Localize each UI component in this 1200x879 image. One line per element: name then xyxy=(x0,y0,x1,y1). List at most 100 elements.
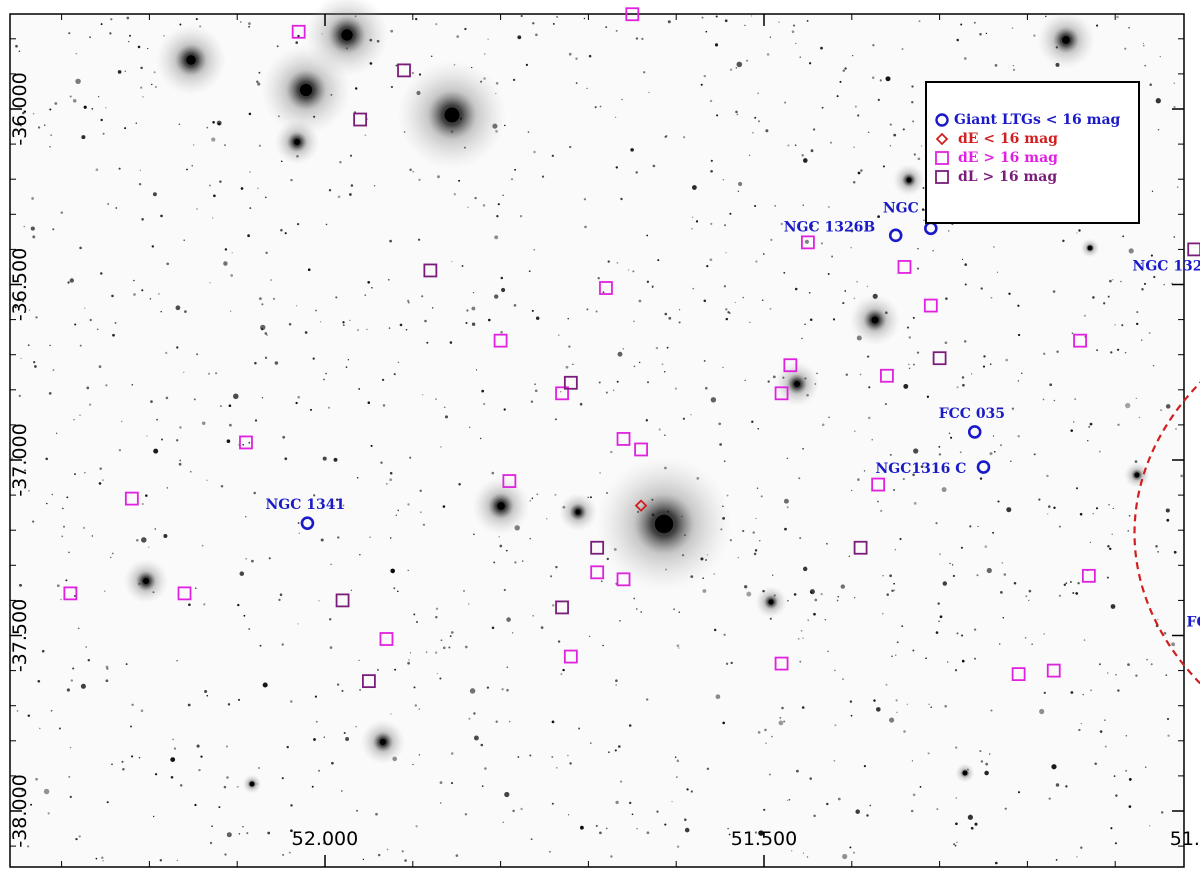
background-star xyxy=(494,235,499,240)
background-star xyxy=(390,85,394,89)
background-star xyxy=(1117,423,1120,427)
background-star xyxy=(508,720,511,723)
background-star xyxy=(329,618,332,621)
background-star xyxy=(549,851,551,853)
background-star xyxy=(513,304,517,307)
background-star xyxy=(407,299,410,302)
background-star xyxy=(381,378,385,382)
background-star xyxy=(19,583,22,587)
background-star xyxy=(186,168,188,171)
background-star xyxy=(51,493,53,496)
background-star xyxy=(1011,407,1015,410)
background-star xyxy=(1033,453,1036,456)
background-star xyxy=(633,320,635,323)
background-star xyxy=(955,822,958,826)
background-star xyxy=(755,517,757,520)
background-star xyxy=(764,728,767,732)
background-star xyxy=(911,100,914,104)
background-star xyxy=(990,709,993,712)
background-star xyxy=(440,446,442,448)
background-star xyxy=(96,328,99,331)
background-star xyxy=(794,287,798,291)
background-star xyxy=(664,135,667,138)
background-star xyxy=(296,305,298,307)
background-star xyxy=(323,736,325,738)
background-star xyxy=(268,557,271,560)
background-star xyxy=(605,26,608,29)
background-star xyxy=(919,786,922,788)
background-star xyxy=(674,756,677,758)
background-star xyxy=(18,394,21,397)
background-star xyxy=(88,403,92,406)
background-star xyxy=(916,351,920,354)
background-star xyxy=(101,856,104,859)
galaxy-core xyxy=(379,738,387,746)
x-tick-label: 51.000 xyxy=(1170,828,1200,850)
background-star xyxy=(411,71,414,75)
background-star xyxy=(389,239,392,243)
background-star xyxy=(809,589,815,595)
background-star xyxy=(568,345,571,348)
background-star xyxy=(1128,778,1132,781)
background-star xyxy=(881,612,884,615)
background-star xyxy=(810,224,814,228)
background-star xyxy=(903,383,909,389)
background-star xyxy=(448,646,451,649)
background-star xyxy=(500,330,503,334)
background-star xyxy=(925,657,927,660)
background-star xyxy=(357,329,359,331)
background-star xyxy=(475,369,478,371)
background-star xyxy=(735,67,738,69)
background-star xyxy=(1104,745,1107,748)
background-star xyxy=(289,700,293,703)
background-star xyxy=(464,645,468,649)
background-star xyxy=(765,129,769,133)
background-star xyxy=(1076,855,1078,858)
background-star xyxy=(1017,434,1020,438)
background-star xyxy=(21,789,24,792)
background-star xyxy=(342,321,345,324)
background-star xyxy=(1082,693,1084,696)
background-star xyxy=(253,491,256,495)
background-star xyxy=(1149,83,1152,86)
background-star xyxy=(1144,766,1147,768)
background-star xyxy=(886,593,889,596)
background-star xyxy=(901,48,904,50)
background-star xyxy=(1167,734,1170,737)
background-star xyxy=(1113,775,1116,777)
background-star xyxy=(451,260,453,263)
background-star xyxy=(989,452,993,456)
background-star xyxy=(62,525,66,528)
background-star xyxy=(723,224,727,227)
background-star xyxy=(23,129,26,132)
de-faint-marker xyxy=(124,491,139,506)
dl-faint-marker xyxy=(335,593,350,608)
background-star xyxy=(488,318,491,322)
background-star xyxy=(491,626,495,630)
background-star xyxy=(555,565,558,569)
background-star xyxy=(599,105,602,108)
background-star xyxy=(1125,769,1128,772)
background-star xyxy=(1028,599,1030,602)
background-star xyxy=(916,267,920,270)
background-star xyxy=(1142,42,1144,45)
background-star xyxy=(223,261,228,266)
background-star xyxy=(758,830,764,836)
background-star xyxy=(836,599,839,602)
de-faint-marker xyxy=(783,358,798,373)
background-star xyxy=(399,323,403,327)
background-star xyxy=(1110,604,1116,609)
background-star xyxy=(725,251,727,254)
background-star xyxy=(852,55,854,57)
background-star xyxy=(918,20,921,23)
background-star xyxy=(27,714,30,717)
background-star xyxy=(152,192,157,197)
background-star xyxy=(117,70,122,74)
background-star xyxy=(407,661,410,665)
background-star xyxy=(160,214,163,218)
background-star xyxy=(920,145,923,147)
background-star xyxy=(970,373,973,375)
background-star xyxy=(845,373,849,376)
background-star xyxy=(393,587,396,590)
background-star xyxy=(442,505,446,508)
